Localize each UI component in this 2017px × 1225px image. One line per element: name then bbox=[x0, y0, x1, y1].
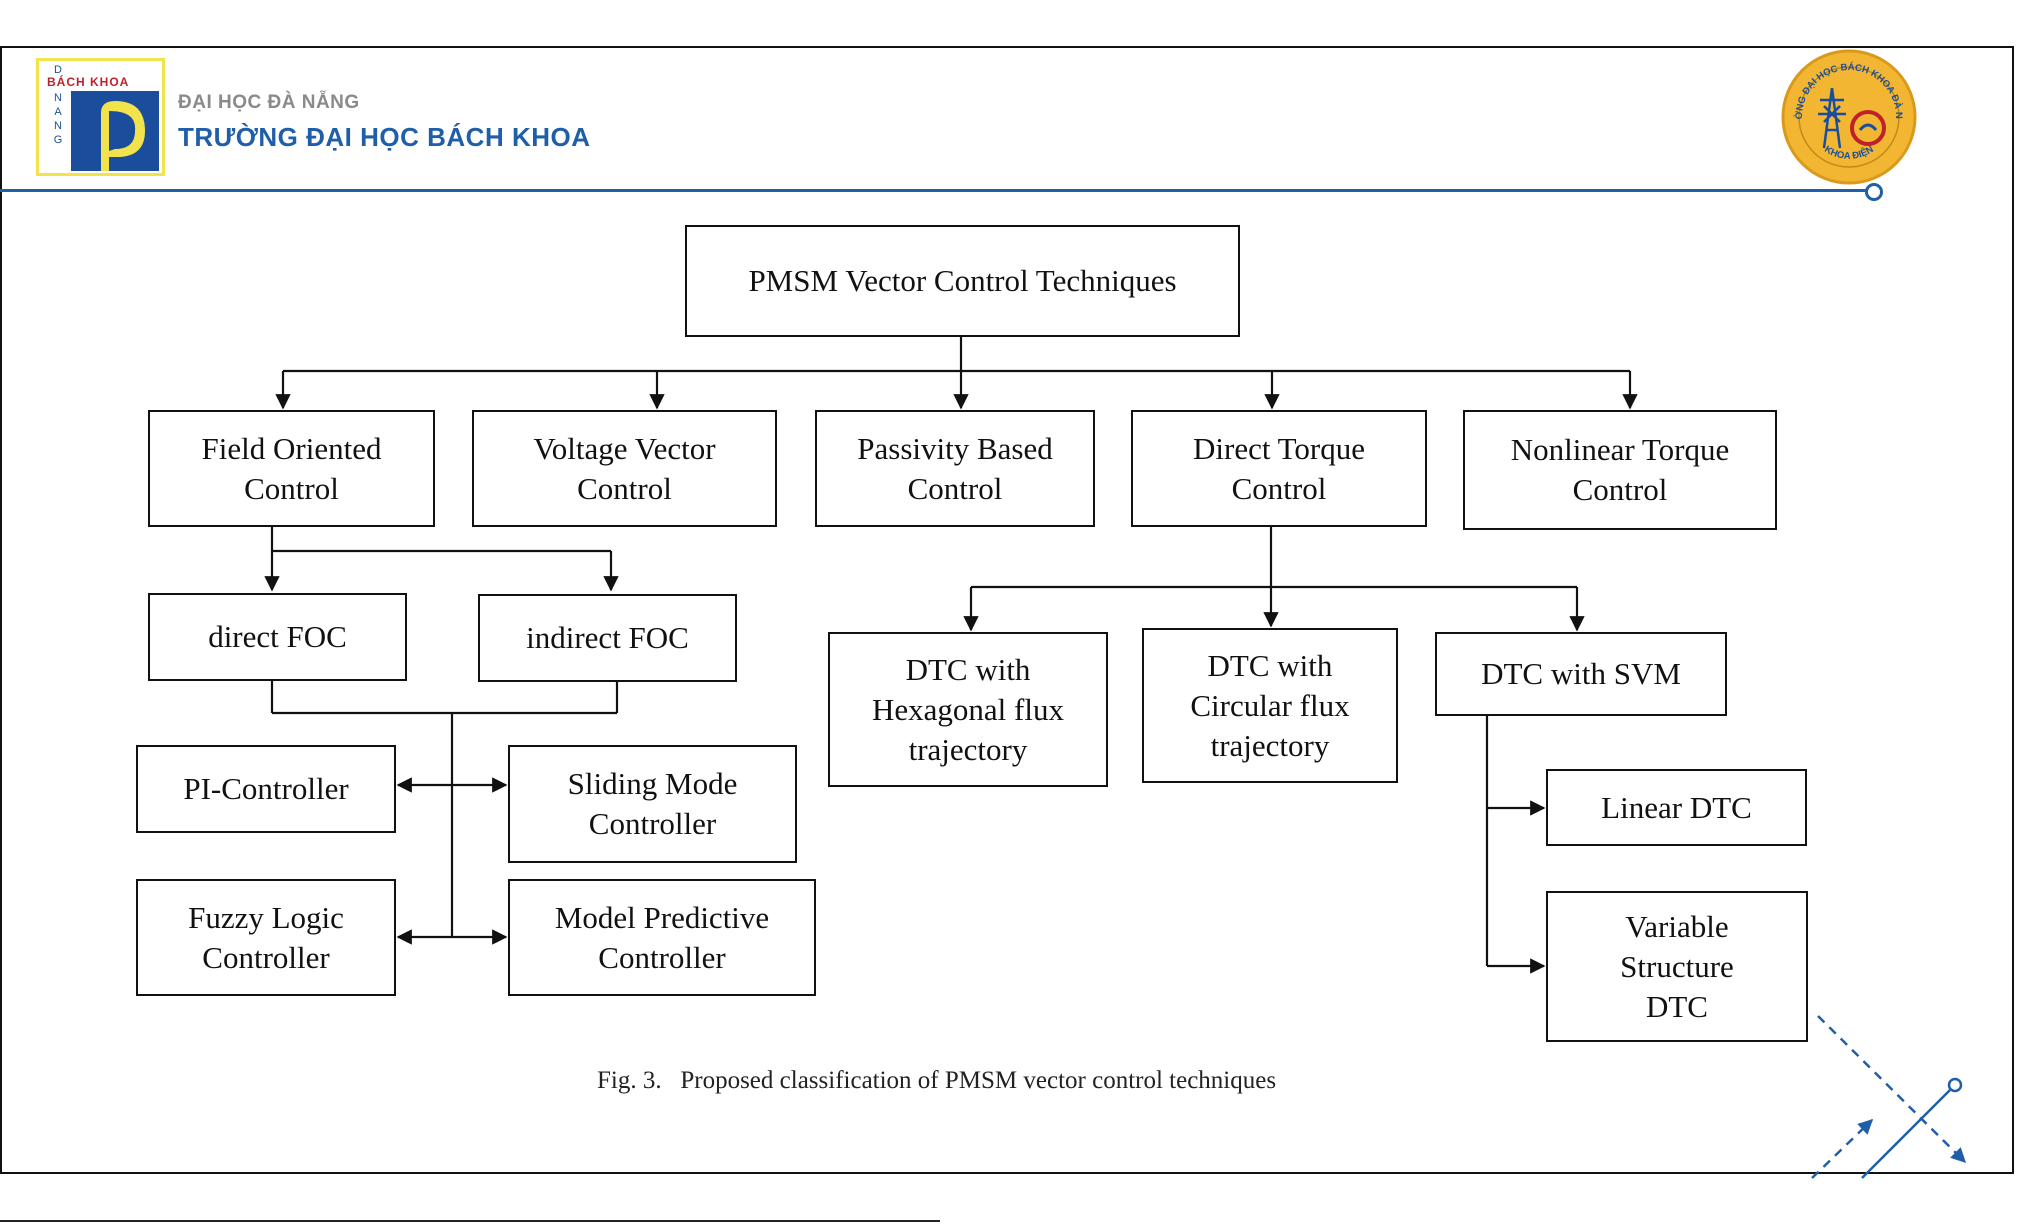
seal-swirl-icon bbox=[1850, 110, 1886, 146]
bottom-divider bbox=[0, 1220, 940, 1222]
node-direct-torque-control: Direct Torque Control bbox=[1131, 410, 1427, 527]
logo-letter: N bbox=[54, 92, 62, 104]
node-pi-controller: PI-Controller bbox=[136, 745, 396, 833]
node-dtc-svm: DTC with SVM bbox=[1435, 632, 1727, 716]
node-indirect-foc: indirect FOC bbox=[478, 594, 737, 682]
node-root: PMSM Vector Control Techniques bbox=[685, 225, 1240, 337]
university-subtitle: ĐẠI HỌC ĐÀ NẴNG bbox=[178, 92, 360, 113]
node-sliding-mode-controller: Sliding Mode Controller bbox=[508, 745, 797, 863]
node-dtc-hexagonal: DTC with Hexagonal flux trajectory bbox=[828, 632, 1108, 787]
figure-caption: Fig. 3. Proposed classification of PMSM … bbox=[597, 1067, 1277, 1094]
university-name: TRƯỜNG ĐẠI HỌC BÁCH KHOA bbox=[178, 122, 591, 152]
node-fuzzy-logic-controller: Fuzzy Logic Controller bbox=[136, 879, 396, 996]
node-passivity-based-control: Passivity Based Control bbox=[815, 410, 1095, 527]
corner-decoration-icon bbox=[1811, 1015, 1967, 1179]
node-voltage-vector-control: Voltage Vector Control bbox=[472, 410, 777, 527]
logo-letter: G bbox=[53, 134, 63, 146]
logo-letter: N bbox=[54, 120, 62, 132]
divider-end-circle-icon bbox=[1865, 183, 1883, 201]
node-variable-structure-dtc: Variable Structure DTC bbox=[1546, 891, 1808, 1042]
header-divider bbox=[0, 189, 1868, 192]
node-direct-foc: direct FOC bbox=[148, 593, 407, 681]
logo-letter: D bbox=[54, 64, 62, 76]
logo-mark-icon bbox=[71, 91, 159, 171]
node-dtc-circular: DTC with Circular flux trajectory bbox=[1142, 628, 1398, 783]
node-linear-dtc: Linear DTC bbox=[1546, 769, 1807, 846]
node-nonlinear-torque-control: Nonlinear Torque Control bbox=[1463, 410, 1777, 530]
faculty-seal: TRƯỜNG ĐẠI HỌC BÁCH KHOA ĐÀ NẴNG KHOA ĐI… bbox=[1780, 48, 1917, 185]
node-model-predictive-controller: Model Predictive Controller bbox=[508, 879, 816, 996]
university-logo: D N A N G BÁCH KHOA bbox=[36, 58, 165, 176]
logo-letter: A bbox=[54, 106, 62, 118]
pylon-icon bbox=[1818, 87, 1846, 149]
logo-side-letters: D N A N G bbox=[53, 63, 63, 147]
node-field-oriented-control: Field Oriented Control bbox=[148, 410, 435, 527]
logo-brand-text: BÁCH KHOA bbox=[47, 75, 130, 89]
